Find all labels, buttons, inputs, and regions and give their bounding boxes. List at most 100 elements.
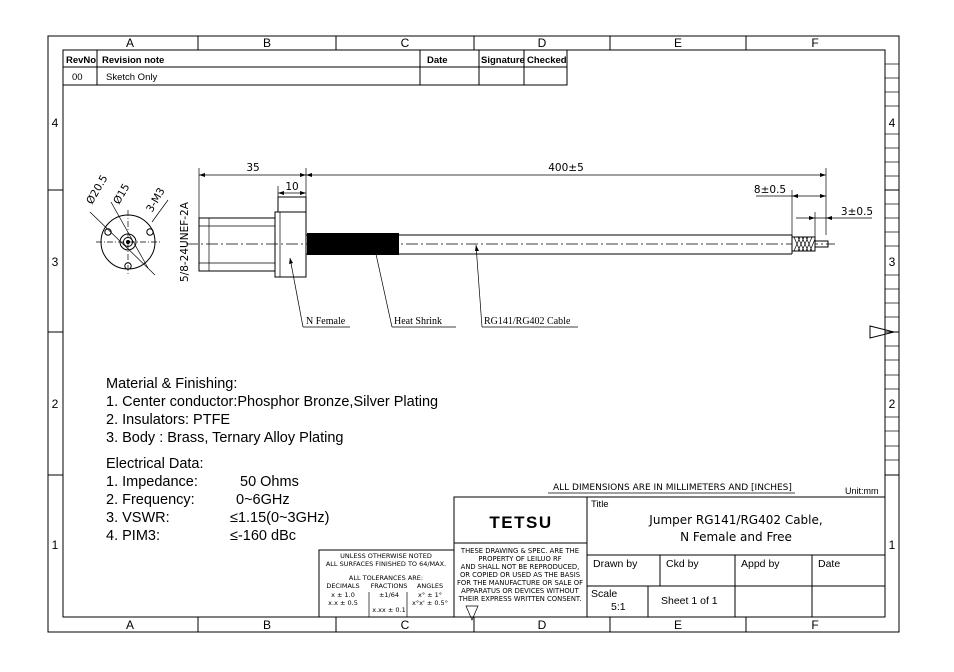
centering-arrow-bottom (465, 605, 479, 621)
tol-decimal-2: x.x ± 0.5 (328, 599, 358, 607)
electrical-label: 3. VSWR: (106, 510, 170, 526)
dim-holes: 3-M3 (144, 186, 168, 215)
electrical-value: ≤1.15(0~3GHz) (230, 510, 330, 526)
dim-cable-len: 400±5 (548, 162, 584, 174)
notice-line-3: AND SHALL NOT BE REPRODUCED, (461, 563, 580, 571)
col-label-d-top: D (538, 36, 547, 50)
electrical-row-frequency: 2. Frequency: 0~6GHz (106, 491, 438, 509)
tol-header-fractions: FRACTIONS (371, 582, 408, 590)
notice-line-7: THEIR EXPRESS WRITTEN CONSENT. (458, 595, 582, 603)
material-line-3: 3. Body : Brass, Ternary Alloy Plating (106, 430, 344, 446)
electrical-value: ≤-160 dBc (230, 528, 296, 544)
notice-line-5: FOR THE MANUFACTURE OR SALE OF (457, 579, 583, 587)
dim-d2: Ø15 (111, 182, 132, 207)
dim-d1: Ø20.5 (84, 173, 110, 206)
units-note: ALL DIMENSIONS ARE IN MILLIMETERS AND [I… (553, 483, 792, 493)
tol-decimal-3: x.xx ± 0.1 (372, 606, 406, 614)
rev-row-revno: 00 (72, 72, 83, 83)
connector-front-view (89, 199, 169, 276)
electrical-heading: Electrical Data: (106, 456, 204, 472)
appd-by-label: Appd by (741, 558, 780, 570)
notice-line-2: PROPERTY OF LEILUO RF (478, 555, 561, 563)
centering-arrow-right (869, 325, 895, 339)
title-line-1: Jumper RG141/RG402 Cable, (648, 513, 822, 527)
scale-value: 5:1 (611, 601, 626, 613)
title-label: Title (591, 499, 609, 510)
bottom-grid-ruler (197, 617, 747, 632)
dim-flange-thick: 10 (285, 181, 298, 193)
sheet-label: Sheet 1 of 1 (661, 595, 718, 607)
tol-decimal-1: x ± 1.0 (331, 591, 355, 599)
electrical-label: 2. Frequency: (106, 492, 195, 508)
tol-angle-1: x° ± 1° (418, 591, 442, 599)
drawn-by-label: Drawn by (593, 558, 638, 570)
callout-sleeve: Heat Shrink (394, 316, 442, 327)
col-label-e-bottom: E (674, 618, 682, 632)
tol-angle-2: x°x' ± 0.5° (412, 599, 448, 607)
ckd-by-label: Ckd by (666, 558, 699, 570)
electrical-value: 0~6GHz (236, 492, 290, 508)
col-label-a-bottom: A (126, 618, 134, 632)
electrical-value: 50 Ohms (240, 474, 299, 490)
revision-table: RevNo Revision note Date Signature Check… (62, 49, 568, 86)
rev-header-note: Revision note (102, 55, 164, 66)
tol-line1: UNLESS OTHERWISE NOTED (340, 552, 432, 560)
row-label-1-right: 1 (889, 538, 896, 552)
title-line-2: N Female and Free (680, 530, 792, 544)
electrical-row-impedance: 1. Impedance: 50 Ohms (106, 473, 438, 491)
scale-label: Scale (591, 588, 617, 600)
rev-header-signature: Signature (481, 55, 525, 66)
dim-strip2: 3±0.5 (841, 206, 873, 218)
dim-flange-len: 35 (246, 162, 259, 174)
col-label-b-bottom: B (263, 618, 271, 632)
col-label-f-top: F (811, 36, 818, 50)
electrical-label: 1. Impedance: (106, 474, 198, 490)
tol-line3: ALL TOLERANCES ARE: (349, 574, 423, 582)
callout-connector: N Female (306, 316, 346, 327)
col-label-c-top: C (401, 36, 410, 50)
row-label-2-left: 2 (52, 397, 59, 411)
title-block (453, 496, 886, 618)
col-label-f-bottom: F (811, 618, 818, 632)
callout-cable: RG141/RG402 Cable (484, 316, 571, 327)
tol-line2: ALL SURFACES FINISHED TO 64/MAX. (326, 560, 446, 568)
col-label-e-top: E (674, 36, 682, 50)
dimension-lines (198, 168, 872, 237)
col-label-d-bottom: D (538, 618, 547, 632)
company-name: TETSU (489, 513, 552, 532)
callout-leaders (289, 244, 578, 328)
row-label-3-left: 3 (52, 255, 59, 269)
electrical-row-pim3: 4. PIM3: ≤-160 dBc (106, 527, 438, 545)
col-label-a-top: A (126, 36, 134, 50)
dim-thread: 5/8-24UNEF-2A (179, 201, 191, 282)
rev-header-date: Date (427, 55, 448, 66)
row-label-1-left: 1 (52, 538, 59, 552)
rev-header-revno: RevNo (66, 55, 96, 66)
electrical-label: 4. PIM3: (106, 528, 160, 544)
right-ticks (885, 63, 899, 461)
electrical-row-vswr: 3. VSWR: ≤1.15(0~3GHz) (106, 509, 438, 527)
tol-header-angles: ANGLES (417, 582, 443, 590)
row-label-4-left: 4 (52, 116, 59, 130)
date-label: Date (818, 558, 840, 570)
connector-side-view (186, 196, 835, 278)
notice-line-6: APPARATUS OR DEVICES WITHOUT (461, 587, 579, 595)
tol-header-decimals: DECIMALS (326, 582, 359, 590)
col-label-c-bottom: C (401, 618, 410, 632)
heat-shrink-sleeve (307, 233, 399, 255)
row-label-4-right: 4 (889, 116, 896, 130)
cable-body (399, 234, 829, 255)
material-heading: Material & Finishing: (106, 376, 238, 392)
col-label-b-top: B (263, 36, 271, 50)
material-line-2: 2. Insulators: PTFE (106, 412, 231, 428)
row-label-3-right: 3 (889, 255, 896, 269)
unit-label: Unit:mm (845, 486, 879, 496)
notice-line-4: OR COPIED OR USED AS THE BASIS (460, 571, 580, 579)
dim-strip1: 8±0.5 (754, 184, 786, 196)
rev-header-checked: Checked (527, 55, 567, 66)
left-grid-ruler (48, 189, 63, 476)
top-grid-ruler (197, 36, 747, 50)
rev-row-note: Sketch Only (106, 72, 157, 83)
notes-block: Material & Finishing: 1. Center conducto… (106, 375, 438, 545)
